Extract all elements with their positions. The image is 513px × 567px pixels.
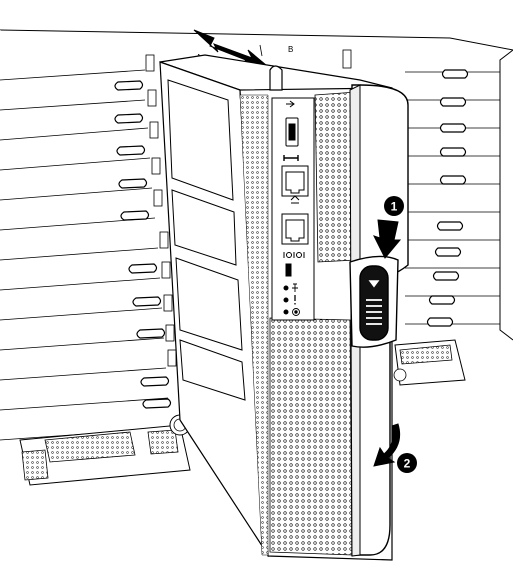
- cam-handle: [349, 84, 409, 557]
- right-fan-module: [393, 339, 466, 386]
- attention-led: [283, 297, 289, 303]
- wrench-icon: [283, 155, 299, 161]
- slot-label-b: B: [288, 45, 293, 54]
- left-slot-tabs: [145, 54, 177, 367]
- locate-icon: [292, 308, 300, 316]
- callout-1-label: 1: [391, 200, 398, 214]
- network-icon: [290, 195, 300, 204]
- left-slot-rails: [0, 69, 171, 441]
- arrow-down-icon: [367, 279, 381, 289]
- right-slot-latches: [426, 69, 469, 327]
- press-arrow-icon: [373, 219, 402, 259]
- cam-handle-release-latch[interactable]: [359, 265, 389, 341]
- step-1-indicator: 1: [373, 196, 404, 259]
- chassis: [0, 29, 513, 567]
- right-slot-rails: [405, 71, 500, 325]
- left-slot-latches: [114, 80, 172, 409]
- power-led: [283, 285, 289, 291]
- io-panel: [271, 97, 315, 321]
- front-vent-grille: [239, 91, 357, 556]
- status-indicator-slot: [285, 263, 292, 277]
- callout-1-badge: [384, 196, 404, 216]
- pivot-arrow-icon: [373, 423, 401, 467]
- step-2-indicator: 2: [373, 423, 417, 473]
- left-fan-module: [19, 414, 191, 486]
- console-port: [281, 213, 309, 258]
- callout-2-label: 2: [404, 457, 411, 471]
- callout-2-badge: [397, 453, 417, 473]
- console-ioioi-icon: [283, 252, 305, 258]
- status-leds: [283, 283, 300, 316]
- locate-led: [283, 309, 289, 315]
- management-port: [281, 155, 309, 204]
- power-icon: [292, 283, 298, 292]
- usb-port: [285, 100, 299, 147]
- usb-icon: [286, 100, 295, 108]
